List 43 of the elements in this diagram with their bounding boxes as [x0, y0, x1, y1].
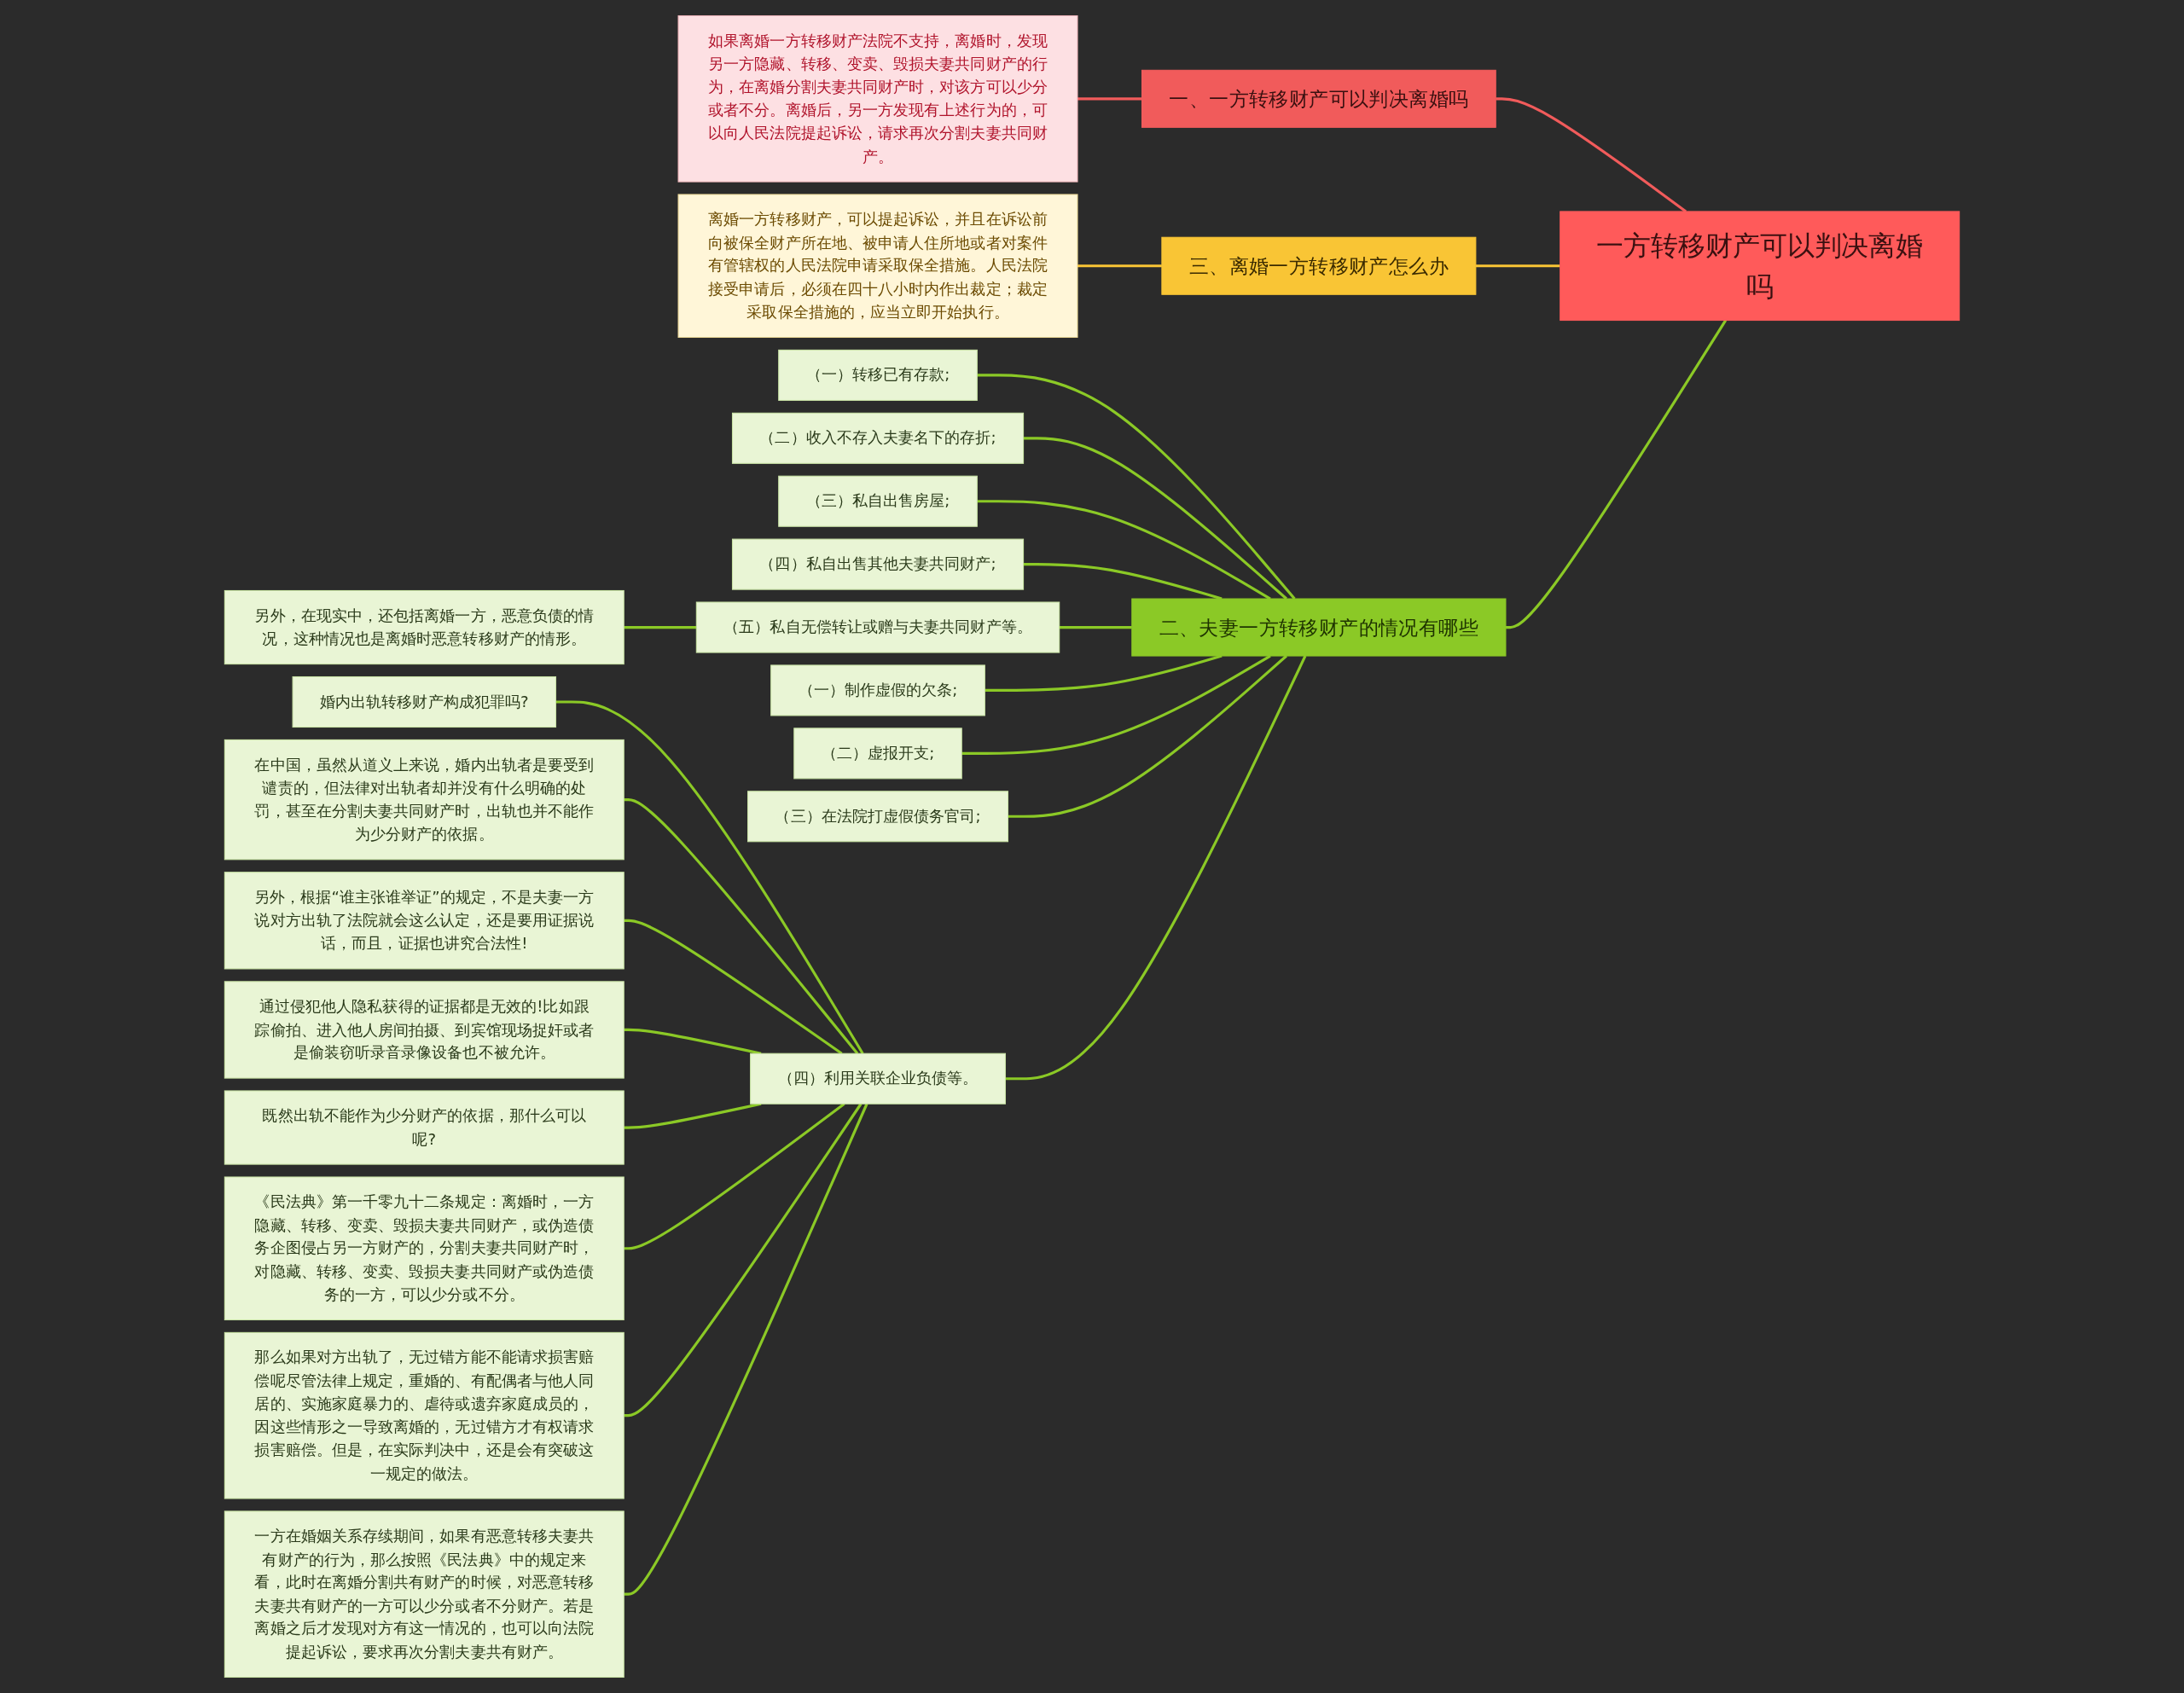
connector	[1475, 264, 1560, 268]
node-box: 另外，根据“谁主张谁举证”的规定，不是夫妻一方说对方出轨了法院就会这么认定，还是要用证据说话，而且，证据也讲究合法性!	[224, 872, 624, 970]
connector	[1077, 97, 1142, 101]
node-box: 一、一方转移财产可以判决离婚吗	[1141, 69, 1496, 128]
connector	[1023, 437, 1287, 600]
node-box: 那么如果对方出轨了，无过错方能不能请求损害赔偿呢尽管法律上规定，重婚的、有配偶者与他人同居的、实施家庭暴力的、虐待或遗弃家庭成员的，因这些情形之一导致离婚的，无过错方才有权请求损害赔偿。但是，在实际判决中，还是会有突破这一规定的做法。	[224, 1331, 624, 1499]
connector	[624, 1103, 863, 1418]
node-box: 通过侵犯他人隐私获得的证据都是无效的!比如跟踪偷拍、进入他人房间拍摄、到宾馆现场捉奸或者是偷装窃听录音录像设备也不被允许。	[224, 981, 624, 1079]
connector	[624, 1028, 762, 1055]
connector	[977, 374, 1296, 600]
node-box: （一）制作虚假的欠条;	[770, 664, 985, 716]
node-box: （三）在法院打虚假债务官司;	[747, 791, 1008, 843]
node-box: 《民法典》第一千零九十二条规定：离婚时，一方隐藏、转移、变卖、毁损夫妻共同财产，或伪造债务企图侵占另一方财产的，分割夫妻共同财产时，对隐藏、转移、变卖、毁损夫妻共同财产或伪造债务的一方，可以少分或不分。	[224, 1176, 624, 1320]
connector	[624, 798, 859, 1055]
node-box: 婚内出轨转移财产构成犯罪吗?	[292, 675, 557, 728]
connector	[977, 500, 1271, 600]
connector	[624, 1103, 868, 1596]
node-box: （一）转移已有存款;	[778, 349, 978, 401]
node-box: （二）收入不存入夫妻名下的存折;	[731, 412, 1025, 464]
node-box: 一方在婚姻关系存续期间，如果有恶意转移夫妻共有财产的行为，那么按照《民法典》中的规定来看，此时在离婚分割共有财产的时候，对恶意转移夫妻共有财产的一方可以少分或者不分财产。若是离婚之后才发现对方有这一情况的，也可以向法院提起诉讼，要求再次分割夫妻共有财产。	[224, 1510, 624, 1678]
node-box: （三）私自出售房屋;	[778, 475, 978, 527]
node-box: 另外，在现实中，还包括离婚一方，恶意负债的情况，这种情况也是离婚时恶意转移财产的情形。	[224, 589, 624, 665]
node-box: 一方转移财产可以判决离婚吗	[1560, 211, 1960, 322]
connector	[1505, 319, 1728, 629]
node-box: 三、离婚一方转移财产怎么办	[1161, 236, 1477, 295]
connector	[624, 919, 843, 1055]
node-box: 如果离婚一方转移财产法院不支持，离婚时，发现另一方隐藏、转移、变卖、毁损夫妻共同财产的行为，在离婚分割夫妻共同财产时，对该方可以少分或者不分。离婚后，另一方发现有上述行为的，可以向人民法院提起诉讼，请求再次分割夫妻共同财产。	[677, 15, 1078, 183]
connector	[1077, 264, 1162, 268]
connector	[1023, 563, 1223, 600]
node-box: （五）私自无偿转让或赠与夫妻共同财产等。	[695, 601, 1060, 653]
node-box: （四）私自出售其他夫妻共同财产;	[731, 538, 1025, 590]
node-box: （四）利用关联企业负债等。	[750, 1052, 1006, 1105]
connector	[1059, 625, 1132, 629]
connector	[624, 625, 697, 629]
connector	[624, 1103, 845, 1250]
node-box: （二）虚报开支;	[793, 728, 962, 780]
node-box: 二、夫妻一方转移财产的情况有哪些	[1131, 598, 1507, 657]
connector	[1005, 655, 1307, 1081]
node-box: 在中国，虽然从道义上来说，婚内出轨者是要受到谴责的，但法律对出轨者却并没有什么明确的处罚，甚至在分割夫妻共同财产时，出轨也并不能作为少分财产的依据。	[224, 739, 624, 861]
node-box: 既然出轨不能作为少分财产的依据，那什么可以呢?	[224, 1090, 624, 1165]
connector	[555, 700, 864, 1055]
connector	[624, 1102, 762, 1129]
node-box: 离婚一方转移财产，可以提起诉讼，并且在诉讼前向被保全财产所在地、被申请人住所地或者对案件有管辖权的人民法院申请采取保全措施。人民法院接受申请后，必须在四十八小时内作出裁定；裁定采取保全措施的，应当立即开始执行。	[677, 194, 1078, 339]
